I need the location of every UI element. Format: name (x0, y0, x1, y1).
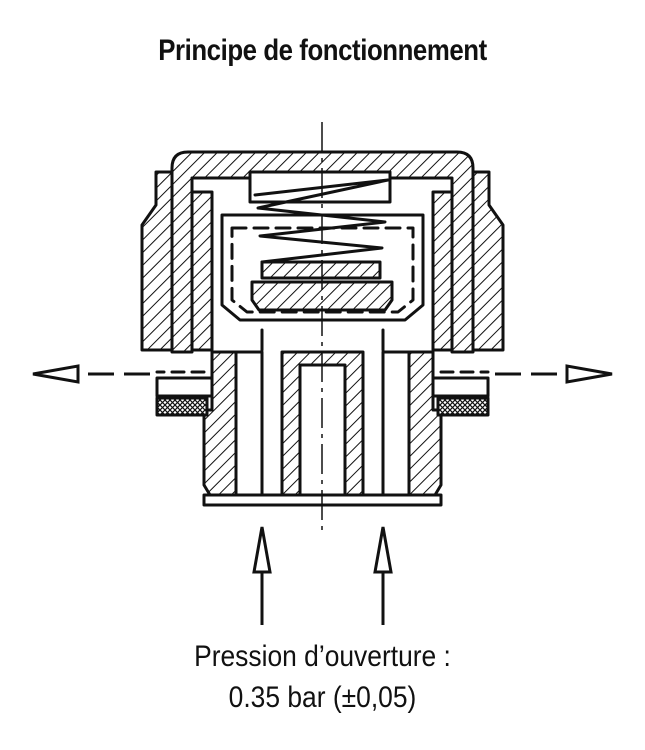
spring (253, 178, 390, 264)
left-seal (155, 396, 209, 417)
right-flange (431, 376, 490, 398)
diagram-title: Principe de fonctionnement (158, 34, 487, 67)
left-arrowhead (32, 364, 80, 384)
bore-right (381, 350, 411, 497)
body-lower (202, 350, 238, 497)
bore-left (234, 350, 264, 497)
valve-disc-top (260, 260, 382, 280)
left-shoulder (140, 170, 174, 352)
left-inner-wall (190, 190, 214, 352)
piston-cup (220, 213, 425, 322)
right-seal (436, 396, 490, 417)
left-flange (155, 376, 214, 398)
right-arrowhead (565, 364, 613, 384)
left-inlet-arrowhead (252, 526, 272, 574)
body-lower-right (407, 350, 443, 497)
opening-pressure-value: 0.35 bar (±0,05) (228, 681, 417, 714)
right-shoulder (471, 170, 505, 352)
right-inlet-arrowhead (373, 526, 393, 574)
opening-pressure-label: Pression d’ouverture : (194, 640, 451, 673)
right-inner-wall (431, 190, 454, 352)
center-channel (298, 363, 347, 497)
